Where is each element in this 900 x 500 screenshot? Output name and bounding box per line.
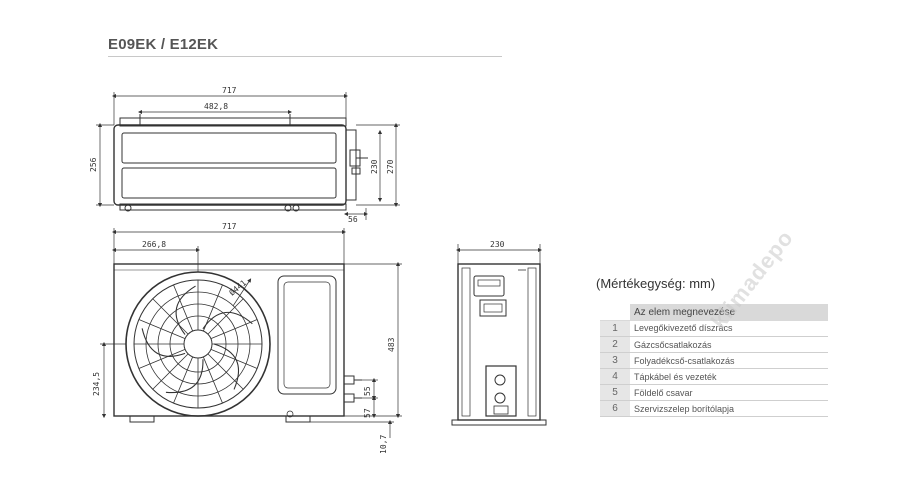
outdoor-height-label: 483 [387,337,396,352]
fan-spoke [152,353,189,390]
indoor-dimension-lines [96,92,400,220]
unit-note: (Mértékegység: mm) [596,276,716,291]
outdoor-front-dimension-lines [100,228,402,438]
model-title: E09EK / E12EK [108,36,219,53]
table-row: 3 Folyadékcső-csatlakozás [600,352,828,369]
indoor-height-label: 256 [89,157,98,172]
parts-header-num [600,304,630,321]
fan-spoke [210,348,258,369]
part-name: Szervizszelep borítólapja [630,400,828,417]
table-row: 2 Gázcsőcsatlakozás [600,336,828,353]
fan-blade [175,285,196,335]
fan-grille [125,271,271,417]
indoor-width-label: 717 [222,86,237,95]
indoor-pipe-label: 56 [348,215,358,224]
fan-spoke [173,284,194,332]
outdoor-side-dimension-lines [455,244,543,264]
part-number: 5 [600,384,630,401]
fan-spoke [152,298,189,335]
fan-offset-label: 266,8 [142,240,166,249]
fan-spoke [207,298,244,335]
fan-spoke [138,319,186,340]
fan-center-label: 234,5 [92,372,101,396]
part-name: Folyadékcső-csatlakozás [630,352,828,369]
part-number: 4 [600,368,630,385]
part-name: Gázcsőcsatlakozás [630,336,828,353]
fan-spoke [138,348,186,369]
part-name: Földelő csavar [630,384,828,401]
part-name: Levegőkivezető díszrács [630,320,828,337]
part-number: 6 [600,400,630,417]
fan-blade [202,311,253,330]
table-row: 6 Szervizszelep borítólapja [600,400,828,417]
parts-table-header: Az elem megnevezése [600,304,828,321]
fan-spoke [207,353,244,390]
valve-spacing-2-label: 55 [363,386,372,396]
part-number: 1 [600,320,630,337]
fan-blade [213,343,240,390]
indoor-mount-label: 482,8 [204,102,228,111]
parts-header-name: Az elem megnevezése [630,304,828,321]
indoor-unit-drawing [113,114,368,212]
part-number: 2 [600,336,630,353]
valve-spacing-1-label: 57 [363,408,372,418]
fan-spoke [210,319,258,340]
fan-blade [141,328,186,357]
parts-table: Az elem megnevezése 1 Levegőkivezető dís… [600,304,828,417]
title-divider [108,56,502,57]
base-height-label: 10,7 [379,435,388,454]
outdoor-width-label: 717 [222,222,237,231]
fan-blade [165,359,204,394]
table-row: 5 Földelő csavar [600,384,828,401]
fan-spoke [202,356,223,404]
indoor-depth-label: 270 [386,159,395,174]
indoor-inner-height-label: 230 [370,159,379,174]
part-name: Tápkábel és vezeték [630,368,828,385]
table-row: 1 Levegőkivezető díszrács [600,320,828,337]
fan-spoke [173,356,194,404]
part-number: 3 [600,352,630,369]
outdoor-front-drawing [113,263,362,423]
table-row: 4 Tápkábel és vezeték [600,368,828,385]
outdoor-side-drawing [451,263,547,426]
outdoor-depth-label: 230 [490,240,505,249]
